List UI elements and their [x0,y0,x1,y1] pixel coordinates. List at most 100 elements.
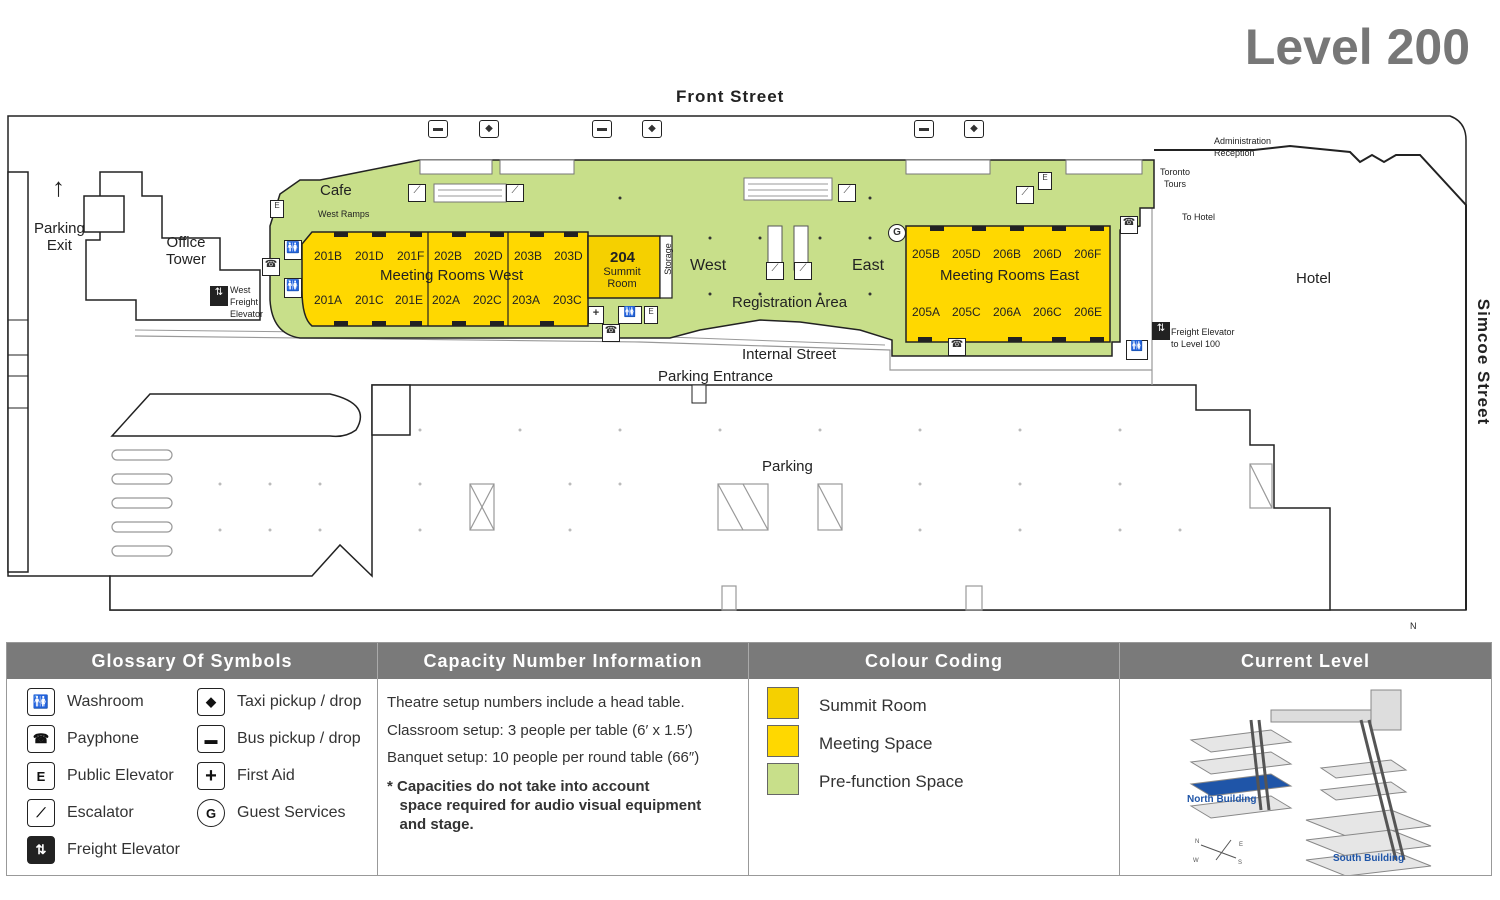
parking-exit-label: Parking Exit [34,220,85,254]
capacity-line: Theatre setup numbers include a head tab… [387,694,685,711]
freight-elevator-icon: ⇅ [1152,322,1170,340]
west-label: West [690,257,727,274]
taxi-icon: ◆ [479,120,499,138]
room-label: 206C [1033,305,1062,319]
front-street-label: Front Street [676,87,785,106]
glossary-header: Glossary Of Symbols [7,643,378,679]
glossary-item: 🚻Washroom [27,688,144,716]
bus-icon: ▬ [197,725,225,753]
current-level-header: Current Level [1120,643,1491,679]
bus-icon: ▬ [592,120,612,138]
bus-icon: ▬ [914,120,934,138]
current-floor-highlight [1189,773,1293,797]
hotel-outline [1154,144,1467,610]
room-label: 202D [474,249,503,263]
room-label: 205A [912,305,941,319]
storage [659,235,673,299]
washroom-icon: 🚻 [618,306,642,324]
public-elevator-icon: E [270,200,284,218]
room-label: 201F [397,249,425,263]
west-freight-elevator-label: West Freight Elevator [230,285,264,319]
guest-services-icon: G [197,799,225,827]
glossary-item: ☎Payphone [27,725,139,753]
glossary-item: ⇅Freight Elevator [27,836,180,864]
storage-label: Storage [662,243,673,275]
colour-coding-header: Colour Coding [749,643,1120,679]
room-label: 206F [1074,247,1102,261]
freight-elevator-level100-label: Freight Elevator to Level 100 [1171,327,1235,349]
registration-area-label: Registration Area [732,294,848,311]
freight-elevator-icon: ⇅ [210,286,228,306]
room-label: 201A [314,293,343,307]
escalator-icon: ⟋ [766,262,784,280]
room-label: 206E [1074,305,1103,319]
taxi-icon: ◆ [197,688,225,716]
level-title: Level 200 [1244,19,1470,75]
simcoe-street-label: Simcoe Street [1474,298,1494,426]
south-building-label: South Building [1333,853,1405,864]
meeting-space-swatch [767,725,799,757]
room-label: 205C [952,305,981,319]
office-tower-block [85,171,261,321]
parking-label: Parking [762,458,813,475]
public-elevator-icon: E [27,762,55,790]
room-label: 206B [993,247,1022,261]
administration-reception-label: Administration Reception [1214,136,1272,158]
colour-label: Summit Room [819,696,927,715]
meeting-rooms-west-label: Meeting Rooms West [380,267,524,284]
parking-structure [109,384,1331,611]
room-label: 201B [314,249,343,263]
meeting-rooms-east-label: Meeting Rooms East [940,267,1080,284]
summit-room-number: 204 [610,249,636,266]
compass-n: N [1195,839,1199,845]
room-label: 202C [473,293,502,307]
glossary-item: +First Aid [197,762,295,790]
toronto-tours-label: Toronto Tours [1160,167,1191,189]
colour-column [749,679,1120,875]
colour-label: Pre-function Space [819,772,964,791]
escalator-icon: ⟋ [1016,186,1034,204]
glossary-item: ⟋Escalator [27,799,134,827]
ramp [110,393,362,438]
taxi-icon: ◆ [642,120,662,138]
crosswalk [111,449,173,557]
office-tower-label: Office Tower [166,234,207,268]
room-label: 203B [514,249,543,263]
capacity-line: Classroom setup: 3 people per table (6′ … [387,722,693,739]
room-label: 201C [355,293,384,307]
payphone-icon: ☎ [27,725,55,753]
washroom-icon: 🚻 [284,278,302,298]
capacity-line: Banquet setup: 10 people per round table… [387,749,700,766]
escalator-icon: ⟋ [506,184,524,202]
to-hotel-label: To Hotel [1182,212,1216,222]
room-label: 206D [1033,247,1062,261]
legend-panel: Glossary Of Symbols Capacity Number Info… [6,642,1492,876]
payphone-icon: ☎ [262,258,280,276]
escalator-icon: ⟋ [838,184,856,202]
summit-room-swatch [767,687,799,719]
room-label: 203A [512,293,541,307]
room-label: 201E [395,293,424,307]
arrow-up-icon: ↑ [52,172,65,202]
meeting-rooms-west [301,231,589,327]
compass-s: S [1238,860,1242,866]
compass-w: W [1193,858,1199,864]
capacity-column [378,679,749,875]
compass-e: E [1239,842,1243,848]
room-label: 201D [355,249,384,263]
taxi-icon: ◆ [964,120,984,138]
capacity-note: * Capacities do not take into account sp… [387,778,702,833]
east-label: East [852,257,885,274]
north-building-label: North Building [1187,794,1257,805]
west-ramps-label: West Ramps [318,209,370,219]
colour-label: Meeting Space [819,734,933,753]
bus-icon: ▬ [428,120,448,138]
escalator-icon: ⟋ [27,799,55,827]
public-elevator-icon: E [644,306,658,324]
washroom-icon: 🚻 [284,240,302,260]
glossary-column [7,679,378,875]
current-level-diagram: N E S W [1189,689,1432,875]
room-label: 206A [993,305,1022,319]
summit-room-name: Summit Room [603,266,641,290]
